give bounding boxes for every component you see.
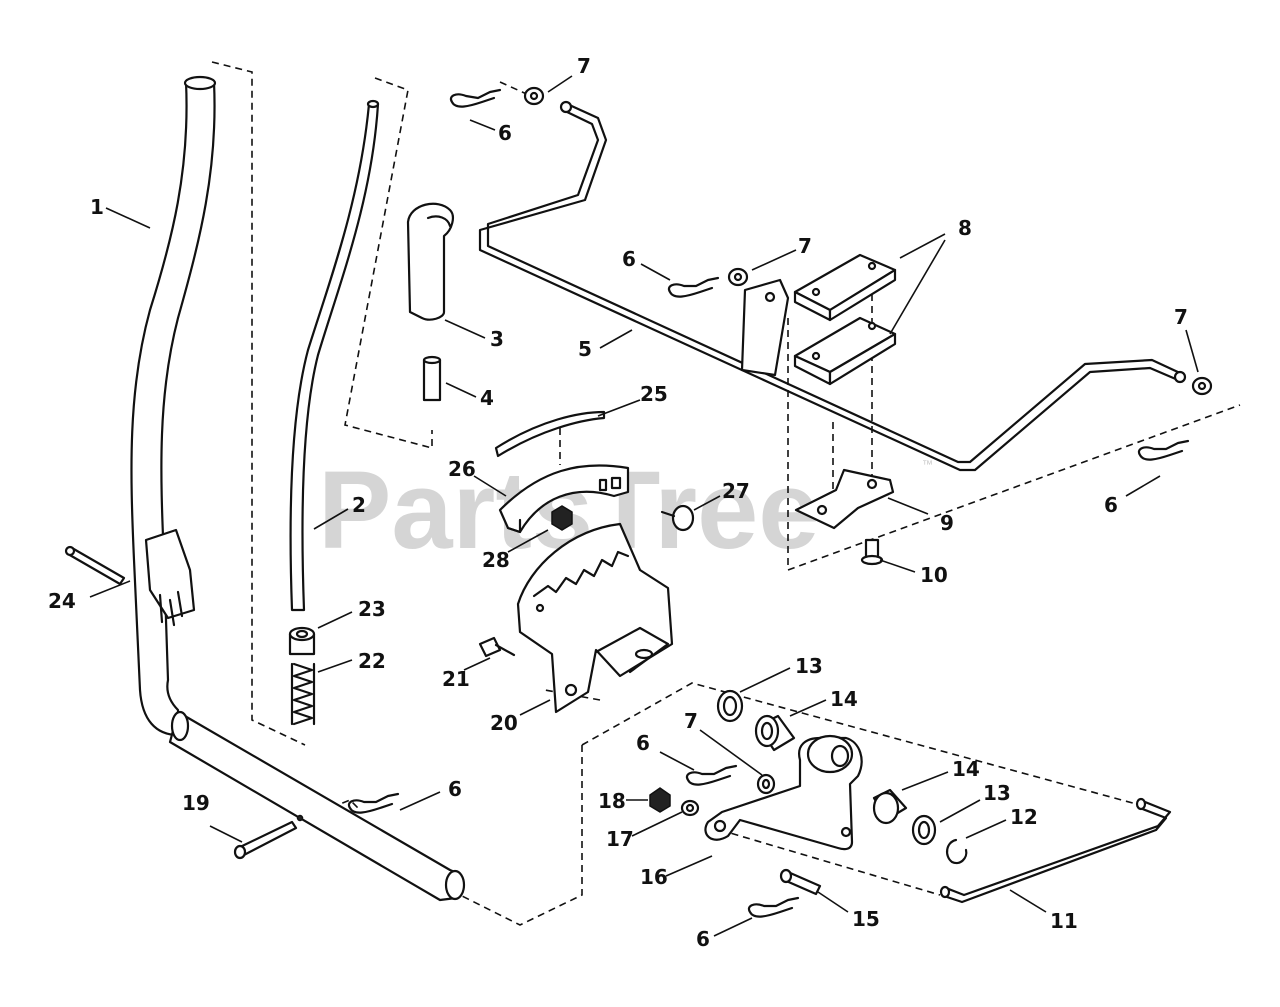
pin-4 — [422, 355, 442, 402]
inner-rod — [289, 99, 380, 612]
spring-22 — [290, 662, 316, 726]
washer-7-lower — [756, 773, 776, 795]
callout-6-right: 6 — [1104, 493, 1118, 517]
callout-6-mid: 6 — [622, 247, 636, 271]
callout-7-mid: 7 — [798, 234, 812, 258]
hairpin-6-right — [1137, 439, 1190, 461]
bushing-14-left — [754, 714, 796, 752]
callout-19: 19 — [182, 791, 210, 815]
callout-13-top: 13 — [795, 654, 823, 678]
callout-20: 20 — [490, 711, 518, 735]
hairpin-6-bottom — [747, 896, 800, 918]
top-plate-26 — [498, 464, 630, 534]
callout-6-handle: 6 — [448, 777, 462, 801]
callout-6-lower: 6 — [636, 731, 650, 755]
callout-28: 28 — [482, 548, 510, 572]
handle-lever — [130, 75, 466, 902]
hairpin-6-mid — [667, 276, 720, 298]
callout-7-lower: 7 — [684, 709, 698, 733]
callout-1: 1 — [90, 195, 104, 219]
washer-13-left — [716, 689, 744, 723]
callout-4: 4 — [480, 386, 494, 410]
callout-26: 26 — [448, 457, 476, 481]
callout-9: 9 — [940, 511, 954, 535]
washer-13-right — [911, 814, 937, 846]
knob-3 — [406, 202, 454, 321]
callout-17: 17 — [606, 827, 634, 851]
callout-15: 15 — [852, 907, 880, 931]
callout-8: 8 — [958, 216, 972, 240]
callout-10: 10 — [920, 563, 948, 587]
hairpin-6-lower — [685, 764, 738, 786]
callout-16: 16 — [640, 865, 668, 889]
lock-washer-17 — [680, 799, 700, 817]
callout-7-top: 7 — [577, 54, 591, 78]
rod-11 — [939, 797, 1172, 904]
callout-5: 5 — [578, 337, 592, 361]
callout-7-right: 7 — [1174, 305, 1188, 329]
nut-18 — [649, 787, 671, 813]
callout-13-right: 13 — [983, 781, 1011, 805]
callout-11: 11 — [1050, 909, 1078, 933]
washer-7-mid — [727, 267, 749, 287]
callout-3: 3 — [490, 327, 504, 351]
leader-lines — [89, 75, 1199, 937]
callout-22: 22 — [358, 649, 386, 673]
bolt-10 — [860, 538, 884, 566]
shift-rod-5 — [478, 100, 1187, 472]
hairpin-6-handle — [347, 792, 400, 814]
clip-12 — [946, 838, 968, 865]
spacer-plates-8 — [793, 253, 897, 386]
collar-23 — [288, 626, 316, 656]
callout-25: 25 — [640, 382, 668, 406]
pin-24 — [64, 545, 126, 586]
pin-19 — [233, 820, 298, 860]
screw-27 — [660, 504, 695, 532]
washer-7-right — [1191, 376, 1213, 396]
callout-24: 24 — [48, 589, 76, 613]
watermark-trademark: ™ — [922, 459, 933, 471]
washer-7-top — [523, 86, 545, 106]
callout-18: 18 — [598, 789, 626, 813]
bracket-9 — [794, 468, 895, 530]
decal-25 — [494, 410, 606, 458]
hairpin-6-top — [449, 88, 502, 108]
nut-28 — [551, 505, 573, 531]
callout-21: 21 — [442, 667, 470, 691]
callout-6-top: 6 — [498, 121, 512, 145]
shift-plate-20 — [516, 522, 674, 714]
bushing-14-right — [872, 788, 908, 825]
pin-15 — [779, 868, 822, 896]
callout-14-right: 14 — [952, 757, 980, 781]
callout-6-bottom: 6 — [696, 927, 710, 951]
callouts: 1 2 3 4 5 6 6 6 6 6 6 7 7 7 7 8 9 10 11 … — [48, 54, 1188, 951]
callout-2: 2 — [352, 493, 366, 517]
callout-14-top: 14 — [830, 687, 858, 711]
callout-12: 12 — [1010, 805, 1038, 829]
callout-27: 27 — [722, 479, 750, 503]
lever-plate-16 — [704, 734, 863, 851]
callout-23: 23 — [358, 597, 386, 621]
bolt-21 — [478, 636, 516, 658]
